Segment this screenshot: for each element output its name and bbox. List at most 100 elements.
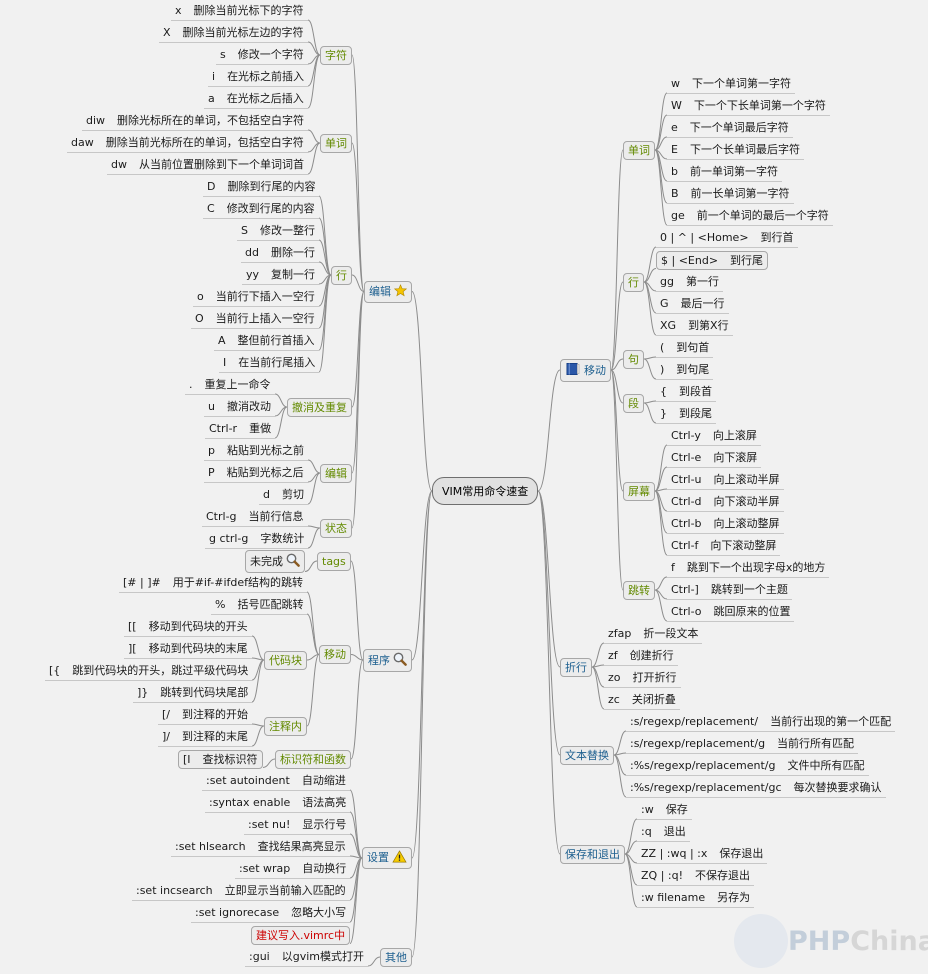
- branch-right-1[interactable]: 折行: [560, 657, 592, 677]
- branch-right-0-children-5[interactable]: 跳转: [623, 580, 655, 600]
- leaf-left-2-children-2[interactable]: :set nu!显示行号: [244, 815, 351, 835]
- leaf-left-2-children-7[interactable]: 建议写入.vimrc中: [251, 925, 351, 945]
- branch-left-1-children-1-children-2[interactable]: 代码块: [264, 650, 307, 670]
- leaf-right-0-children-3-children-1[interactable]: }到段尾: [656, 404, 716, 424]
- leaf-left-1-children-0-children-0[interactable]: 未完成: [245, 549, 305, 573]
- branch-left-3[interactable]: 其他: [380, 947, 412, 967]
- branch-left-0-children-0[interactable]: 字符: [320, 45, 352, 65]
- branch-right-0[interactable]: 移动: [560, 358, 611, 382]
- leaf-left-1-children-1-children-2-children-0[interactable]: [[移动到代码块的开头: [124, 617, 252, 637]
- branch-right-0-children-3[interactable]: 段: [623, 393, 644, 413]
- leaf-right-0-children-1-children-0[interactable]: 0 | ^ | <Home>到行首: [656, 228, 798, 248]
- branch-right-0-children-2[interactable]: 句: [623, 349, 644, 369]
- leaf-right-0-children-5-children-1[interactable]: Ctrl-]跳转到一个主题: [667, 580, 792, 600]
- branch-right-2[interactable]: 文本替换: [560, 745, 614, 765]
- branch-left-0-children-2[interactable]: 行: [331, 265, 352, 285]
- leaf-left-1-children-1-children-2-children-3[interactable]: ]}跳转到代码块尾部: [133, 683, 253, 703]
- leaf-left-1-children-1-children-3-children-1[interactable]: ]/到注释的末尾: [158, 727, 252, 747]
- branch-left-0-children-1[interactable]: 单词: [320, 133, 352, 153]
- branch-left-1-children-2[interactable]: 标识符和函数: [275, 749, 351, 769]
- branch-right-0-children-0[interactable]: 单词: [623, 140, 655, 160]
- leaf-right-3-children-3[interactable]: ZQ | :q!不保存退出: [637, 866, 754, 886]
- leaf-left-1-children-1-children-1[interactable]: %括号匹配跳转: [211, 595, 308, 615]
- branch-left-0-children-3[interactable]: 撤消及重复: [287, 397, 352, 417]
- leaf-right-0-children-2-children-0[interactable]: (到句首: [656, 338, 714, 358]
- branch-left-1-children-1-children-3[interactable]: 注释内: [264, 716, 307, 736]
- branch-left-1-children-1[interactable]: 移动: [319, 645, 351, 664]
- leaf-left-1-children-1-children-3-children-0[interactable]: [/到注释的开始: [158, 705, 252, 725]
- leaf-right-0-children-3-children-0[interactable]: {到段首: [656, 382, 716, 402]
- leaf-left-1-children-1-children-2-children-2[interactable]: [{跳到代码块的开头，跳过平级代码块: [45, 661, 253, 681]
- branch-left-0-children-5[interactable]: 状态: [320, 518, 352, 538]
- root-node[interactable]: VIM常用命令速查: [432, 477, 539, 505]
- leaf-right-0-children-2-children-1[interactable]: )到句尾: [656, 360, 714, 380]
- branch-left-1-children-0[interactable]: tags: [317, 551, 351, 571]
- leaf-left-1-children-1-children-0[interactable]: [# | ]#用于#if-#ifdef结构的跳转: [119, 573, 307, 593]
- branch-right-3[interactable]: 保存和退出: [560, 844, 625, 864]
- branch-right-0-children-4[interactable]: 屏幕: [623, 481, 655, 501]
- branch-left-2[interactable]: 设置: [362, 847, 412, 869]
- leaf-right-2-children-0[interactable]: :s/regexp/replacement/当前行出现的第一个匹配: [626, 712, 896, 732]
- leaf-left-0-children-3-children-0[interactable]: .重复上一命令: [185, 375, 275, 395]
- leaf-left-1-children-1-children-2-children-1[interactable]: ][移动到代码块的末尾: [124, 639, 252, 659]
